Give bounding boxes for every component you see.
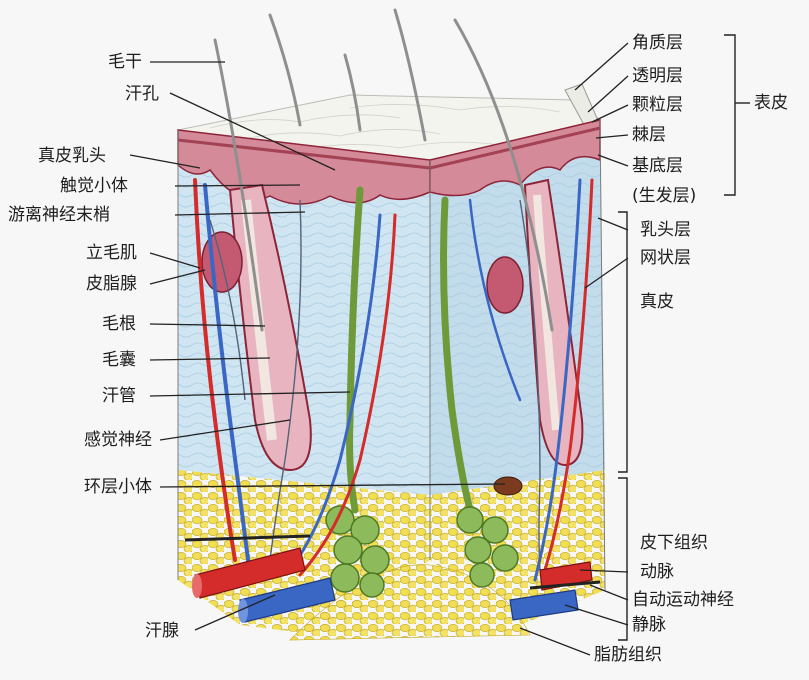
label-tactile-corpuscle: 触觉小体 xyxy=(60,176,128,196)
label-sweat-gland: 汗腺 xyxy=(145,621,179,641)
label-group-epidermis: 表皮 xyxy=(754,93,788,113)
lamellated-corpuscle-shape xyxy=(494,477,522,495)
label-hair-shaft: 毛干 xyxy=(108,52,142,72)
label-arrector-pili: 立毛肌 xyxy=(86,243,137,263)
label-reticular-layer: 网状层 xyxy=(640,248,691,268)
sebaceous-gland-right xyxy=(487,257,523,313)
label-autonomic-nerve: 自动运动神经 xyxy=(632,590,734,610)
label-stratum-granulosum: 颗粒层 xyxy=(632,95,683,115)
label-germinal-layer: (生发层) xyxy=(632,186,696,206)
label-lamellated-corpuscle: 环层小体 xyxy=(84,477,152,497)
label-hair-follicle: 毛囊 xyxy=(102,350,136,370)
label-dermal-papilla: 真皮乳头 xyxy=(38,146,106,166)
label-papillary-layer: 乳头层 xyxy=(640,220,691,240)
label-free-nerve-ending: 游离神经末梢 xyxy=(8,205,110,225)
label-group-dermis: 真皮 xyxy=(640,292,674,312)
label-stratum-basale: 基底层 xyxy=(632,156,683,176)
label-sweat-pore: 汗孔 xyxy=(125,84,159,104)
label-sensory-nerve: 感觉神经 xyxy=(84,430,152,450)
label-hair-root: 毛根 xyxy=(102,314,136,334)
label-adipose: 脂肪组织 xyxy=(594,645,662,665)
label-sweat-duct: 汗管 xyxy=(102,386,136,406)
label-stratum-lucidum: 透明层 xyxy=(632,66,683,86)
label-sebaceous-gland: 皮脂腺 xyxy=(86,274,137,294)
label-vein: 静脉 xyxy=(632,615,666,635)
label-artery: 动脉 xyxy=(640,562,674,582)
label-stratum-corneum: 角质层 xyxy=(632,33,683,53)
label-stratum-spinosum: 棘层 xyxy=(632,125,666,145)
label-subcutaneous: 皮下组织 xyxy=(640,533,708,553)
